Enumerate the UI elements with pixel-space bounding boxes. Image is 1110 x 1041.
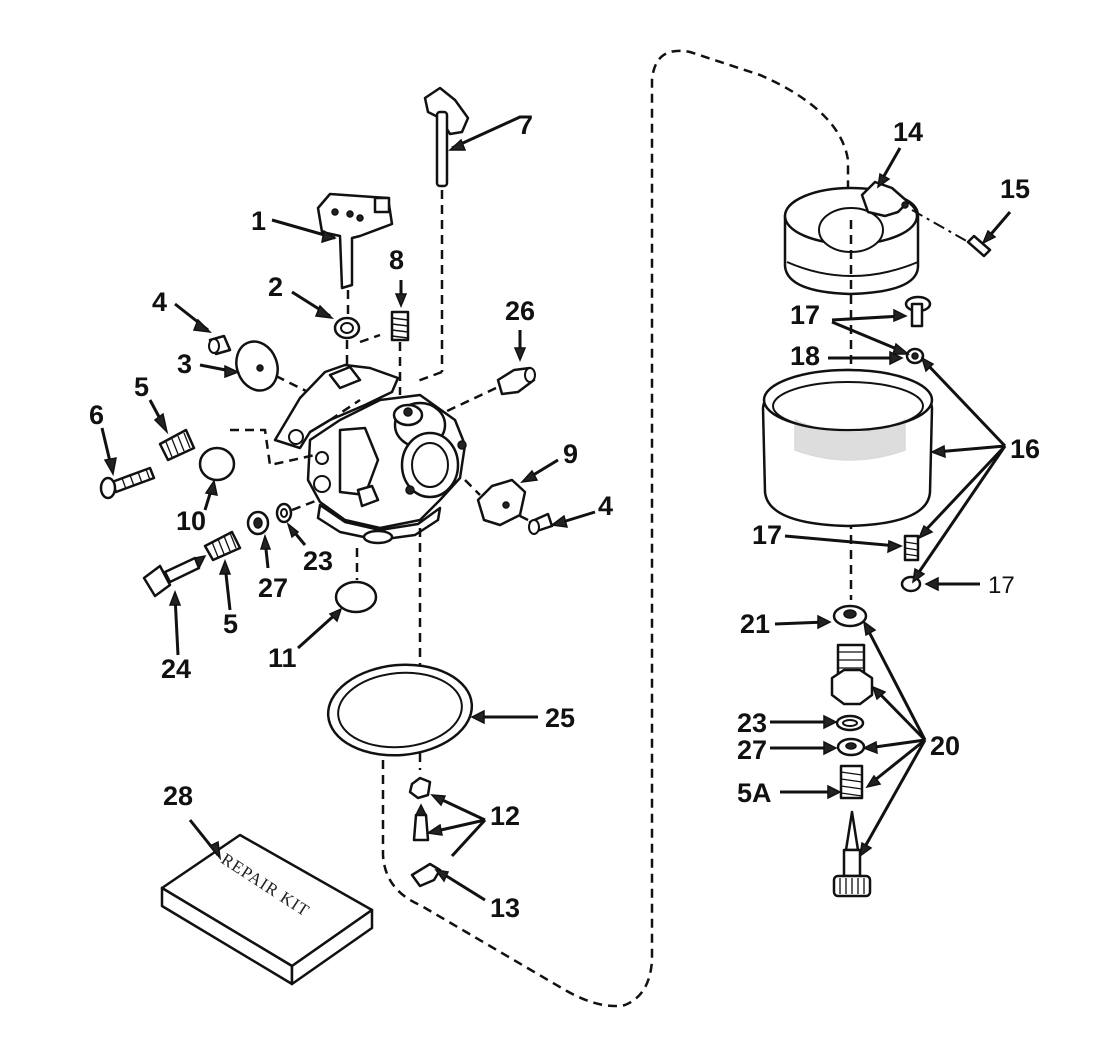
part-4-screw-upper [208,334,232,356]
part-1-choke-bracket [316,192,394,316]
label-3: 3 [177,349,192,379]
float-hinge-pin-dashline [911,209,971,244]
carburetor-body [273,363,467,545]
label-2: 2 [268,272,283,302]
leader-lines [100,115,1012,902]
label-21: 21 [740,609,770,639]
label-14: 14 [893,117,923,147]
part-20-bowl-needle [832,810,872,898]
part-23-washer-left [275,498,319,524]
part-5A-spring [839,764,864,800]
label-23-right: 23 [737,708,767,738]
callout-labels: 1 2 8 4 3 5 6 10 7 26 9 4 23 27 5 24 11 … [89,110,1040,923]
label-4-upper: 4 [152,287,167,317]
part-28-repair-kit: REPAIR KIT [160,833,374,986]
label-13: 13 [490,893,520,923]
part-11-plug [334,580,378,614]
label-1: 1 [251,206,266,236]
bowl-group-dashed-outline [381,49,850,1008]
label-11: 11 [268,643,297,673]
part-18-washer [905,347,925,365]
label-7: 7 [518,110,533,140]
part-9-throttle-plate [464,478,527,527]
label-17-mid: 17 [752,520,782,550]
part-13-needle-clip [410,862,442,888]
label-26: 26 [505,296,535,326]
part-14-float-hinge [860,180,910,218]
label-17-top: 17 [790,300,820,330]
part-21-bowl-washer [832,604,868,628]
part-6-idle-screw [99,466,156,500]
part-5-spring-lower [203,530,242,562]
part-5-spring-upper [158,428,196,462]
part-10-welch-plug [198,446,236,482]
part-15-hinge-pin [966,234,992,258]
label-10: 10 [176,506,206,536]
part-7-throttle-shaft [414,86,470,384]
label-5-lower: 5 [223,609,238,639]
label-16: 16 [1010,434,1040,464]
part-26-fuel-fitting [444,366,536,414]
label-9: 9 [563,439,578,469]
label-12: 12 [490,801,520,831]
part-27-seal-left [246,510,270,536]
body-linkage-dash-upper [329,398,361,422]
part-4-screw-lower [519,512,554,535]
label-5-upper: 5 [134,372,149,402]
label-23-left: 23 [303,546,333,576]
part-17-inlet-valve-top [904,295,932,328]
part-27-seal-right [836,737,866,757]
part-3-choke-plate [235,340,309,394]
part-8-spring [390,310,410,395]
label-15: 15 [1000,174,1030,204]
body-linkage-dash-left [230,428,316,467]
float-bowl [761,368,934,528]
label-5A: 5A [737,778,772,808]
label-4-lower: 4 [598,491,613,521]
label-27-right: 27 [737,735,767,765]
label-25: 25 [545,703,575,733]
part-23-washer-right [835,714,865,732]
label-18: 18 [790,341,820,371]
part-2-coil-spring [333,316,381,366]
label-8: 8 [389,245,404,275]
part-17-spring-lower [903,534,920,562]
label-17-right: 17 [988,572,1015,599]
part-24-main-jet-needle [142,554,207,598]
label-20: 20 [930,731,960,761]
label-28: 28 [163,781,193,811]
label-6: 6 [89,400,104,430]
part-25-bowl-gasket [326,663,474,757]
part-12-inlet-needle-seat [408,776,432,842]
label-27-left: 27 [258,573,288,603]
label-24: 24 [161,654,191,684]
part-20-bowl-nut [830,643,874,706]
